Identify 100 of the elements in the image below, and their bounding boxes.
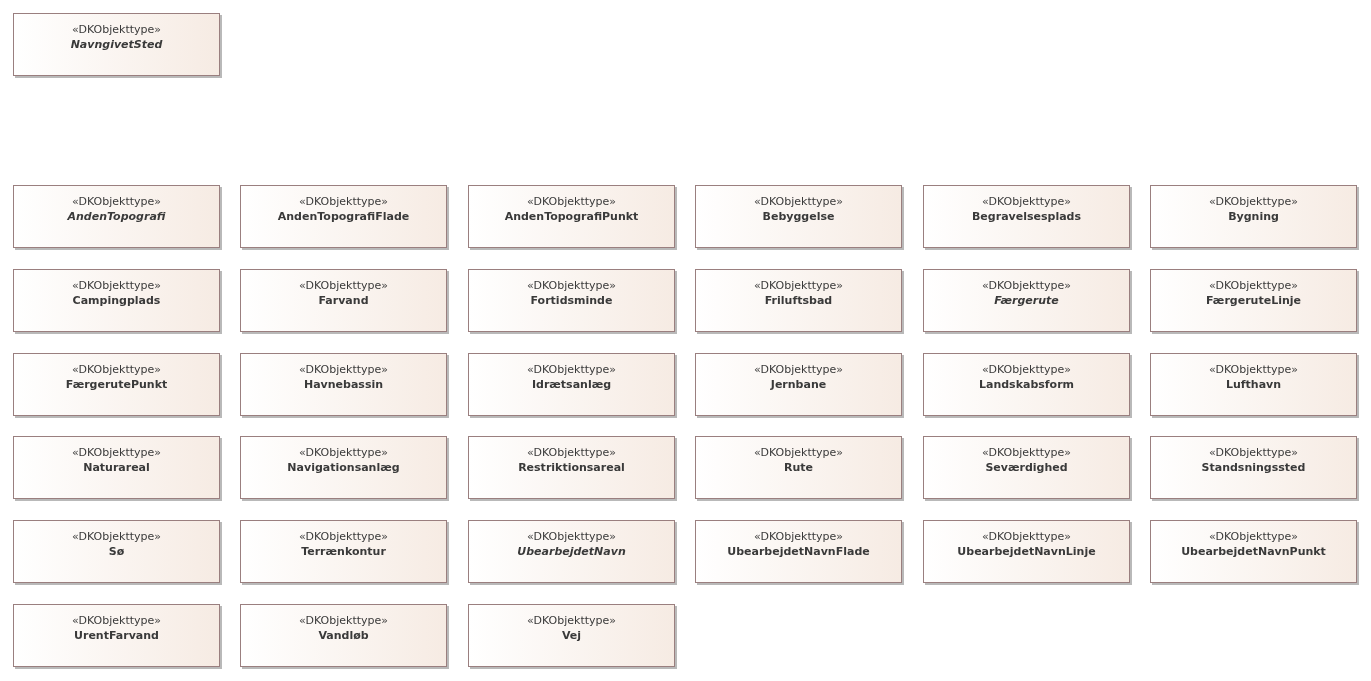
class-name: UrentFarvand (74, 628, 159, 644)
class-name: FærgerutePunkt (65, 376, 168, 393)
stereotype-label: «DKObjekttype» (526, 445, 617, 461)
stereotype-label: «DKObjekttype» (71, 361, 162, 377)
class-name: FærgeruteLinje (1206, 292, 1301, 309)
class-name: Jernbane (770, 376, 827, 393)
class-name: Fortidsminde (530, 292, 613, 309)
class-name: UbearbejdetNavnPunkt (1181, 544, 1326, 561)
class-box (923, 352, 1130, 416)
class-box (13, 268, 220, 332)
class-name: AndenTopografiFlade (277, 209, 410, 225)
class-box (13, 352, 220, 416)
stereotype-label: «DKObjekttype» (526, 613, 617, 628)
class-box (1150, 520, 1357, 584)
class-name: UbearbejdetNavnFlade (727, 544, 870, 561)
stereotype-label: «DKObjekttype» (526, 361, 617, 377)
class-name: Bebyggelse (762, 209, 835, 225)
class-name: Havnebassin (303, 376, 384, 393)
class-box (923, 185, 1130, 248)
class-box (695, 352, 902, 416)
stereotype-label: «DKObjekttype» (298, 277, 389, 293)
class-name: Bygning (1228, 209, 1279, 225)
stereotype-label: «DKObjekttype» (981, 361, 1072, 377)
class-box (13, 13, 220, 76)
class-box (13, 185, 220, 248)
class-name: Idrætsanlæg (531, 376, 612, 393)
stereotype-label: «DKObjekttype» (753, 361, 844, 377)
class-box (13, 436, 220, 500)
class-box (695, 185, 902, 248)
stereotype-label: «DKObjekttype» (1208, 529, 1299, 545)
stereotype-label: «DKObjekttype» (753, 529, 844, 545)
class-box (468, 185, 675, 248)
class-name: Seværdighed (985, 460, 1068, 477)
class-box (240, 604, 447, 667)
class-name: Lufthavn (1225, 376, 1282, 393)
stereotype-label: «DKObjekttype» (981, 445, 1072, 461)
class-box (240, 520, 447, 584)
class-box (1150, 436, 1357, 500)
class-box (695, 436, 902, 500)
class-name: Campingplads (72, 292, 161, 309)
stereotype-label: «DKObjekttype» (71, 445, 162, 461)
class-name: Naturareal (83, 460, 150, 477)
class-box (1150, 268, 1357, 332)
class-name: NavngivetSted (70, 37, 163, 53)
class-name: UbearbejdetNavn (517, 544, 626, 561)
class-box (468, 352, 675, 416)
class-name: Vandløb (318, 628, 369, 644)
stereotype-label: «DKObjekttype» (71, 22, 162, 37)
class-name: AndenTopografi (67, 209, 166, 225)
class-box (240, 352, 447, 416)
stereotype-label: «DKObjekttype» (298, 445, 389, 461)
stereotype-label: «DKObjekttype» (71, 613, 162, 628)
class-name: Landskabsform (978, 376, 1075, 393)
class-name: Navigationsanlæg (287, 460, 400, 477)
stereotype-label: «DKObjekttype» (981, 277, 1072, 293)
class-name: Standsningssted (1201, 460, 1306, 477)
class-box (240, 436, 447, 500)
class-name: UbearbejdetNavnLinje (957, 544, 1096, 561)
class-box (1150, 185, 1357, 248)
class-box (468, 268, 675, 332)
stereotype-label: «DKObjekttype» (71, 277, 162, 293)
class-box (695, 520, 902, 584)
class-name: Sø (108, 544, 125, 561)
class-name: Farvand (318, 292, 369, 309)
class-box (240, 185, 447, 248)
stereotype-label: «DKObjekttype» (298, 361, 389, 377)
class-box (468, 520, 675, 584)
stereotype-label: «DKObjekttype» (526, 529, 617, 545)
stereotype-label: «DKObjekttype» (1208, 445, 1299, 461)
class-box (1150, 352, 1357, 416)
stereotype-label: «DKObjekttype» (753, 194, 844, 209)
class-box (13, 520, 220, 584)
stereotype-label: «DKObjekttype» (981, 194, 1072, 209)
stereotype-label: «DKObjekttype» (526, 277, 617, 293)
class-box (240, 268, 447, 332)
class-name: AndenTopografiPunkt (504, 209, 639, 225)
class-name: Friluftsbad (764, 292, 833, 309)
stereotype-label: «DKObjekttype» (71, 529, 162, 545)
class-box (468, 436, 675, 500)
class-name: Begravelsesplads (972, 209, 1081, 225)
class-name: Færgerute (994, 292, 1059, 309)
stereotype-label: «DKObjekttype» (753, 277, 844, 293)
stereotype-label: «DKObjekttype» (1208, 361, 1299, 377)
class-box (468, 604, 675, 667)
stereotype-label: «DKObjekttype» (298, 613, 389, 628)
stereotype-label: «DKObjekttype» (753, 445, 844, 461)
stereotype-label: «DKObjekttype» (1208, 194, 1299, 209)
class-box (13, 604, 220, 667)
class-name: Restriktionsareal (518, 460, 625, 477)
class-box (923, 520, 1130, 584)
stereotype-label: «DKObjekttype» (298, 194, 389, 209)
class-name: Vej (561, 628, 582, 644)
stereotype-label: «DKObjekttype» (981, 529, 1072, 545)
class-box (923, 268, 1130, 332)
stereotype-label: «DKObjekttype» (71, 194, 162, 209)
stereotype-label: «DKObjekttype» (1208, 277, 1299, 293)
class-name: Rute (784, 460, 813, 477)
stereotype-label: «DKObjekttype» (298, 529, 389, 545)
class-name: Terrænkontur (301, 544, 386, 561)
class-box (923, 436, 1130, 500)
